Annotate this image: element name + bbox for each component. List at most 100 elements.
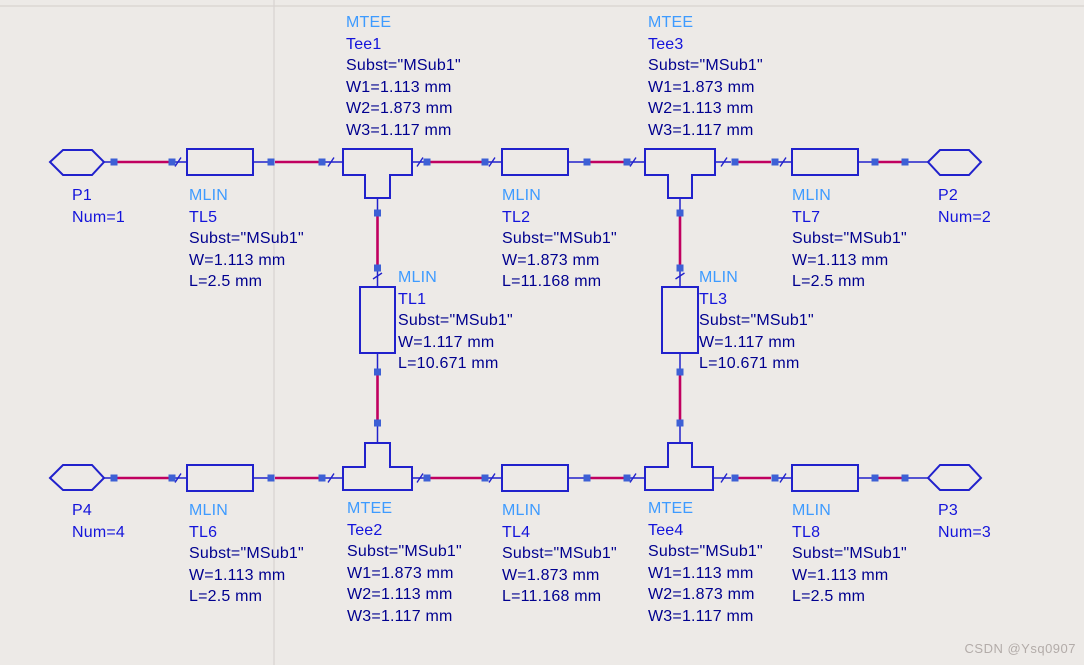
param-w1: W1=1.113 mm	[346, 78, 452, 96]
mlin-tl7-symbol[interactable]	[791, 148, 859, 176]
param-w2: W2=1.113 mm	[347, 586, 453, 604]
port-num-label: Num=3	[938, 523, 992, 541]
component-type-label: MTEE	[648, 14, 694, 31]
param-l: L=2.5 mm	[189, 588, 263, 606]
port-p3-symbol[interactable]	[926, 464, 983, 491]
port-p4-label[interactable]: P4 Num=4	[72, 500, 125, 543]
param-subst: Subst="MSub1"	[189, 545, 304, 563]
param-w1: W1=1.113 mm	[648, 564, 754, 582]
param-w3: W3=1.117 mm	[648, 607, 754, 625]
param-w: W=1.117 mm	[699, 333, 796, 351]
param-subst: Subst="MSub1"	[398, 312, 513, 330]
component-type-label: MLIN	[792, 187, 832, 204]
mtee-tee1-symbol[interactable]	[342, 148, 413, 199]
mlin-tl2-symbol[interactable]	[501, 148, 569, 176]
port-p3-label[interactable]: P3 Num=3	[938, 500, 991, 543]
param-w: W=1.873 mm	[502, 566, 600, 584]
component-ref-label: TL7	[792, 208, 821, 226]
component-ref-label: TL2	[502, 208, 531, 226]
port-p1-label[interactable]: P1 Num=1	[72, 185, 125, 228]
component-type-label: MTEE	[347, 500, 393, 517]
mtee-tee2-symbol[interactable]	[342, 442, 413, 491]
component-ref-label: Tee3	[648, 35, 684, 53]
mtee-tee4-symbol[interactable]	[644, 442, 714, 491]
component-type-label: MLIN	[189, 187, 229, 204]
mlin-tl3-label[interactable]: MLIN TL3 Subst="MSub1" W=1.117 mm L=10.6…	[699, 267, 814, 375]
mlin-tl1-label[interactable]: MLIN TL1 Subst="MSub1" W=1.117 mm L=10.6…	[398, 267, 513, 375]
mlin-tl8-symbol[interactable]	[791, 464, 859, 492]
port-ref-label: P4	[72, 502, 92, 519]
param-subst: Subst="MSub1"	[792, 230, 907, 248]
port-p2-label[interactable]: P2 Num=2	[938, 185, 991, 228]
mlin-tl3-symbol[interactable]	[661, 286, 699, 354]
param-subst: Subst="MSub1"	[699, 312, 814, 330]
component-type-label: MTEE	[346, 14, 392, 31]
mlin-tl2-label[interactable]: MLIN TL2 Subst="MSub1" W=1.873 mm L=11.1…	[502, 185, 617, 293]
component-type-label: MLIN	[398, 269, 438, 286]
mtee-tee1-label[interactable]: MTEE Tee1 Subst="MSub1" W1=1.113 mm W2=1…	[346, 12, 461, 142]
param-subst: Subst="MSub1"	[648, 543, 763, 561]
watermark: CSDN @Ysq0907	[964, 641, 1076, 656]
param-subst: Subst="MSub1"	[792, 545, 907, 563]
param-subst: Subst="MSub1"	[502, 545, 617, 563]
param-l: L=11.168 mm	[502, 273, 602, 291]
mlin-tl4-symbol[interactable]	[501, 464, 569, 492]
param-l: L=2.5 mm	[792, 273, 866, 291]
mtee-tee4-label[interactable]: MTEE Tee4 Subst="MSub1" W1=1.113 mm W2=1…	[648, 498, 763, 628]
mlin-tl4-label[interactable]: MLIN TL4 Subst="MSub1" W=1.873 mm L=11.1…	[502, 500, 617, 608]
component-ref-label: Tee4	[648, 521, 684, 539]
param-subst: Subst="MSub1"	[346, 57, 461, 75]
mlin-tl8-label[interactable]: MLIN TL8 Subst="MSub1" W=1.113 mm L=2.5 …	[792, 500, 907, 608]
mlin-tl6-label[interactable]: MLIN TL6 Subst="MSub1" W=1.113 mm L=2.5 …	[189, 500, 304, 608]
component-ref-label: TL4	[502, 523, 531, 541]
port-p1-symbol[interactable]	[48, 149, 106, 176]
mlin-tl7-label[interactable]: MLIN TL7 Subst="MSub1" W=1.113 mm L=2.5 …	[792, 185, 907, 293]
param-subst: Subst="MSub1"	[347, 543, 462, 561]
component-type-label: MLIN	[502, 502, 542, 519]
mtee-tee2-label[interactable]: MTEE Tee2 Subst="MSub1" W1=1.873 mm W2=1…	[347, 498, 462, 628]
param-w: W=1.113 mm	[189, 251, 286, 269]
component-pins	[104, 161, 928, 479]
component-ref-label: Tee1	[346, 35, 382, 53]
param-w: W=1.113 mm	[792, 251, 889, 269]
port-num-label: Num=4	[72, 523, 126, 541]
param-w2: W2=1.113 mm	[648, 100, 754, 118]
param-w: W=1.113 mm	[189, 566, 286, 584]
param-w3: W3=1.117 mm	[648, 121, 754, 139]
port-p4-symbol[interactable]	[48, 464, 106, 491]
param-subst: Subst="MSub1"	[189, 230, 304, 248]
mlin-tl1-symbol[interactable]	[359, 286, 396, 354]
param-l: L=2.5 mm	[189, 273, 263, 291]
component-type-label: MLIN	[699, 269, 739, 286]
pin-connection-slashes	[174, 157, 787, 483]
component-ref-label: TL5	[189, 208, 218, 226]
param-l: L=10.671 mm	[398, 355, 499, 373]
param-w2: W2=1.873 mm	[648, 586, 755, 604]
port-ref-label: P1	[72, 187, 92, 204]
mlin-tl5-symbol[interactable]	[186, 148, 254, 176]
wires[interactable]	[117, 160, 902, 480]
component-ref-label: TL6	[189, 523, 218, 541]
param-l: L=11.168 mm	[502, 588, 602, 606]
param-l: L=10.671 mm	[699, 355, 800, 373]
wire-nodes	[110, 158, 909, 482]
component-ref-label: TL3	[699, 290, 728, 308]
port-ref-label: P2	[938, 187, 958, 204]
param-w3: W3=1.117 mm	[347, 607, 453, 625]
param-w: W=1.873 mm	[502, 251, 600, 269]
param-w1: W1=1.873 mm	[648, 78, 755, 96]
mlin-tl6-symbol[interactable]	[186, 464, 254, 492]
mtee-tee3-label[interactable]: MTEE Tee3 Subst="MSub1" W1=1.873 mm W2=1…	[648, 12, 763, 142]
port-p2-symbol[interactable]	[926, 149, 983, 176]
mtee-tee3-symbol[interactable]	[644, 148, 716, 199]
component-type-label: MLIN	[792, 502, 832, 519]
component-ref-label: TL8	[792, 523, 821, 541]
component-type-label: MTEE	[648, 500, 694, 517]
param-l: L=2.5 mm	[792, 588, 866, 606]
port-num-label: Num=2	[938, 208, 992, 226]
port-num-label: Num=1	[72, 208, 126, 226]
mlin-tl5-label[interactable]: MLIN TL5 Subst="MSub1" W=1.113 mm L=2.5 …	[189, 185, 304, 293]
